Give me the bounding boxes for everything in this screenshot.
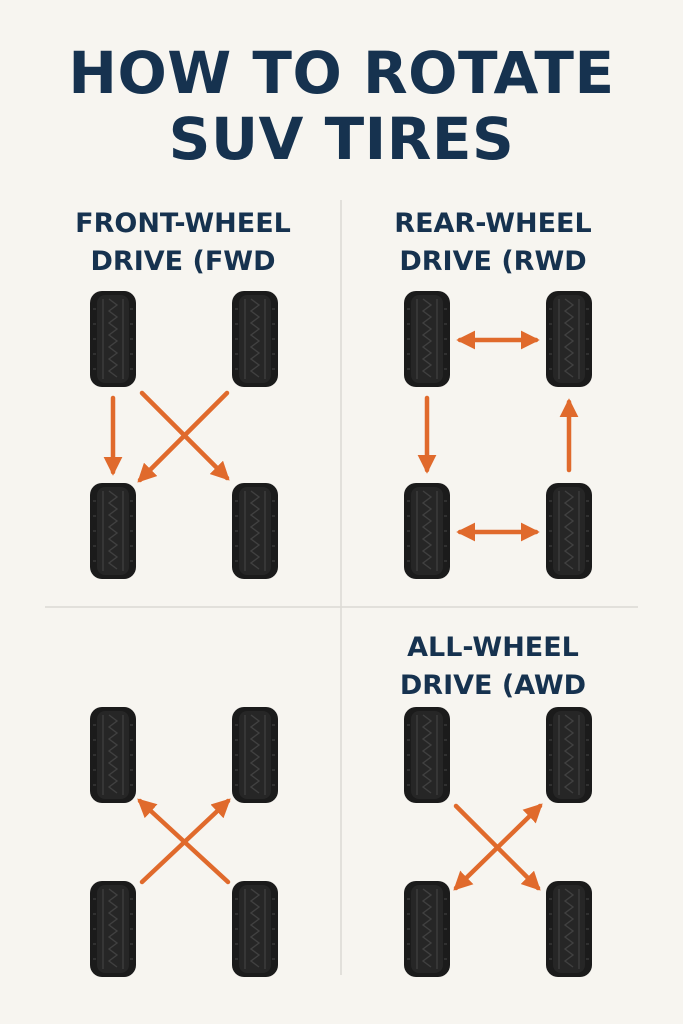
unlabeled-rear-left-tire xyxy=(89,880,137,978)
title-line-2: SUV TIRES xyxy=(168,105,515,173)
fwd-panel xyxy=(89,290,279,580)
page-title: HOW TO ROTATE SUV TIRES xyxy=(0,40,683,172)
rwd-front-left-tire xyxy=(403,290,451,388)
fwd-rear-left-tire xyxy=(89,482,137,580)
rwd-label-line-2: DRIVE (RWD xyxy=(399,246,587,277)
fwd-label-line-2: DRIVE (FWD xyxy=(90,246,276,277)
rwd-label: REAR-WHEEL DRIVE (RWD xyxy=(343,205,643,281)
awd-label-line-2: DRIVE (AWD xyxy=(399,670,587,701)
rwd-rear-left-tire xyxy=(403,482,451,580)
awd-label: ALL-WHEEL DRIVE (AWD xyxy=(343,629,643,705)
unlabeled-front-right-tire xyxy=(231,706,279,804)
fwd-front-left-tire xyxy=(89,290,137,388)
fwd-front-right-tire xyxy=(231,290,279,388)
awd-arrow-cross-2 xyxy=(453,803,543,891)
unlabeled-front-left-tire xyxy=(89,706,137,804)
rwd-panel xyxy=(403,290,593,580)
fwd-arrow-cross-2 xyxy=(139,390,230,481)
fwd-label: FRONT-WHEEL DRIVE (FWD xyxy=(33,205,333,281)
rwd-front-right-tire xyxy=(545,290,593,388)
unlabeled-panel xyxy=(89,706,279,978)
rwd-label-line-1: REAR-WHEEL xyxy=(394,208,592,239)
awd-front-right-tire xyxy=(545,706,593,804)
awd-label-line-1: ALL-WHEEL xyxy=(407,632,579,663)
fwd-label-line-1: FRONT-WHEEL xyxy=(75,208,291,239)
unlabeled-arrow-cross-2 xyxy=(139,798,231,885)
awd-panel xyxy=(403,706,593,978)
awd-rear-right-tire xyxy=(545,880,593,978)
title-line-1: HOW TO ROTATE xyxy=(68,39,615,107)
unlabeled-rear-right-tire xyxy=(231,880,279,978)
awd-rear-left-tire xyxy=(403,880,451,978)
rwd-rear-right-tire xyxy=(545,482,593,580)
awd-front-left-tire xyxy=(403,706,451,804)
fwd-rear-right-tire xyxy=(231,482,279,580)
